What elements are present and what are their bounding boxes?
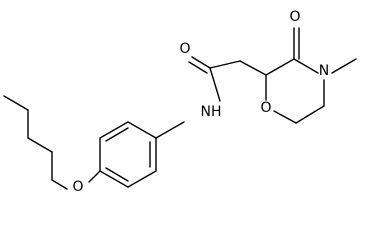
bond-ring-inner-1 (105, 127, 129, 142)
amide-oxygen-label: O (179, 41, 190, 57)
amide-nh-label: NH (201, 104, 222, 120)
ring-nitrogen-label: N (319, 63, 329, 79)
molecule-structure-diagram: O NH N O O O (3, 9, 357, 195)
bond-butyl-c5-o (51, 179, 68, 190)
bond-ring-a5 (127, 170, 157, 188)
bond-morph-c3-n4 (293, 58, 319, 74)
bond-lines (3, 27, 357, 190)
bond-morph-c5-c6 (295, 105, 325, 124)
bond-o-phenyl (88, 170, 101, 183)
ring-ether-oxygen-label: O (260, 100, 271, 116)
bond-ch2-ring (239, 60, 267, 76)
bond-butyl-c1-c2 (3, 95, 29, 111)
butoxy-oxygen-label: O (72, 179, 83, 195)
bond-morph-c6-o1 (273, 110, 297, 124)
ring-carbonyl-oxygen-label: O (289, 9, 300, 25)
bond-ring-a3 (127, 121, 157, 139)
atom-labels: O NH N O O O (72, 9, 329, 195)
bond-ring-a2 (99, 121, 129, 139)
bond-ring-inner-3 (105, 167, 129, 182)
bond-morph-c2-c3 (265, 58, 295, 76)
bond-amide-co-1 (191, 56, 211, 69)
bond-amide-co-2 (188, 61, 208, 74)
bond-carbonyl-ch2 (209, 60, 241, 69)
bond-n-methyl (331, 58, 357, 74)
bond-butyl-c3-c4 (27, 137, 53, 153)
bond-nh-carbonyl (209, 67, 221, 102)
bond-phenyl-nh (155, 121, 185, 139)
bond-ring-a6 (99, 170, 129, 188)
